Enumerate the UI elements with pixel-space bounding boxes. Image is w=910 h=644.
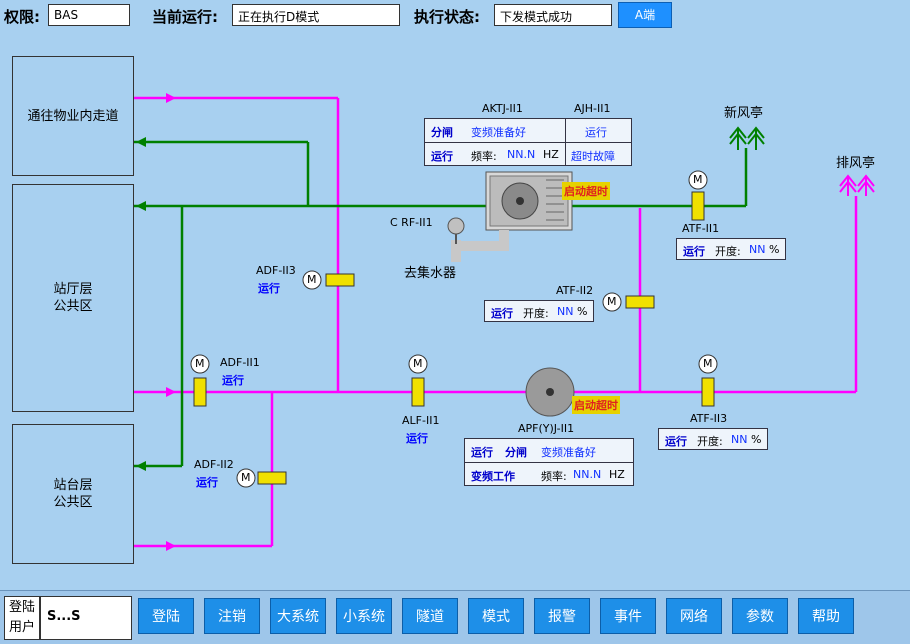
big-system-button[interactable]: 大系统 <box>270 598 326 634</box>
apf-run-state: 运行 <box>471 446 493 459</box>
login-user-value: S...S <box>40 596 132 640</box>
atf3-label: ATF-II3 <box>690 412 728 425</box>
zone-hall-line2: 公共区 <box>53 299 93 314</box>
atf3-panel: 运行 开度: NN % <box>658 428 768 450</box>
adf3-label: ADF-II3 <box>256 264 296 277</box>
atf2-panel: 运行 开度: NN % <box>484 300 594 322</box>
atf3-open-value: NN <box>731 433 748 446</box>
atf3-open-unit: % <box>751 433 762 446</box>
zone-corridor: 通往物业内走道 <box>12 56 134 176</box>
atf1-label: ATF-II1 <box>682 222 720 235</box>
duct-diagram <box>134 93 875 551</box>
to-collector-label: 去集水器 <box>404 266 457 281</box>
adf3-state: 运行 <box>258 282 280 295</box>
adf1-state: 运行 <box>222 374 244 387</box>
atf2-label: ATF-II2 <box>556 284 594 297</box>
permission-value: BAS <box>48 4 130 26</box>
motor-adf3[interactable]: M <box>307 273 317 286</box>
atf2-open-unit: % <box>577 305 588 318</box>
ajh-timeout-fault: 超时故障 <box>571 150 615 163</box>
adf2-label: ADF-II2 <box>194 458 234 471</box>
motor-alf1[interactable]: M <box>413 357 423 370</box>
atf1-open-value: NN <box>749 243 766 256</box>
zone-platform-line1: 站台层 <box>53 478 93 493</box>
ajh-label: AJH-II1 <box>574 102 611 115</box>
atf3-state: 运行 <box>665 435 687 448</box>
ahu-vfd-ready: 变频准备好 <box>471 126 526 139</box>
ajh-running: 运行 <box>585 126 607 139</box>
atf2-open-value: NN <box>557 305 574 318</box>
a-end-button[interactable]: A端 <box>618 2 672 28</box>
atf3-open-label: 开度: <box>697 435 723 448</box>
ahu-breaker-state: 分闸 <box>431 126 453 139</box>
ahu-start-timeout-alarm: 启动超时 <box>562 182 610 200</box>
atf1-open-unit: % <box>769 243 780 256</box>
event-button[interactable]: 事件 <box>600 598 656 634</box>
apf-freq-label: 频率: <box>541 470 567 483</box>
login-button[interactable]: 登陆 <box>138 598 194 634</box>
logout-button[interactable]: 注销 <box>204 598 260 634</box>
adf1-label: ADF-II1 <box>220 356 260 369</box>
atf2-state: 运行 <box>491 307 513 320</box>
apf-freq-unit: HZ <box>609 468 625 481</box>
alf1-label: ALF-II1 <box>402 414 440 427</box>
current-running-label: 当前运行: <box>152 8 218 26</box>
apf-start-timeout-alarm: 启动超时 <box>572 396 620 414</box>
atf1-open-label: 开度: <box>715 245 741 258</box>
apf-label: APF(Y)J-II1 <box>518 422 575 435</box>
login-user-label-line2: 用户 <box>8 620 35 635</box>
zone-hall: 站厅层 公共区 <box>12 184 134 412</box>
motor-atf3[interactable]: M <box>703 357 713 370</box>
login-user-label: 登陆 用户 <box>4 596 40 640</box>
permission-label: 权限: <box>4 8 40 26</box>
aktj-label: AKTJ-II1 <box>482 102 523 115</box>
atf1-state: 运行 <box>683 245 705 258</box>
help-button[interactable]: 帮助 <box>798 598 854 634</box>
ahu-freq-label: 频率: <box>471 150 497 163</box>
mode-button[interactable]: 模式 <box>468 598 524 634</box>
crf-label: C RF-II1 <box>390 216 433 229</box>
apf-breaker-state: 分闸 <box>505 446 527 459</box>
exec-status-label: 执行状态: <box>414 8 480 26</box>
network-button[interactable]: 网络 <box>666 598 722 634</box>
motor-atf2[interactable]: M <box>607 295 617 308</box>
small-system-button[interactable]: 小系统 <box>336 598 392 634</box>
login-user-label-line1: 登陆 <box>8 600 35 615</box>
current-running-value: 正在执行D模式 <box>232 4 400 26</box>
zone-hall-line1: 站厅层 <box>53 282 93 297</box>
apf-vfd-ready: 变频准备好 <box>541 446 596 459</box>
alarm-button[interactable]: 报警 <box>534 598 590 634</box>
apf-freq-value: NN.N <box>573 468 602 481</box>
parameter-button[interactable]: 参数 <box>732 598 788 634</box>
apf-vfd-working: 变频工作 <box>471 470 515 483</box>
exhaust-air-tower-label: 排风亭 <box>836 156 876 171</box>
fresh-air-tower-label: 新风亭 <box>724 106 764 121</box>
motor-adf1[interactable]: M <box>195 357 205 370</box>
ahu-run-state: 运行 <box>431 150 453 163</box>
apf-status-panel: 运行 分闸 变频准备好 变频工作 频率: NN.N HZ <box>464 438 634 486</box>
motor-adf2[interactable]: M <box>241 471 251 484</box>
ahu-freq-value: NN.N <box>507 148 536 161</box>
motor-atf1[interactable]: M <box>693 173 703 186</box>
ahu-freq-unit: HZ <box>543 148 559 161</box>
zone-platform-line2: 公共区 <box>53 495 93 510</box>
atf2-open-label: 开度: <box>523 307 549 320</box>
alf1-state: 运行 <box>406 432 428 445</box>
tunnel-button[interactable]: 隧道 <box>402 598 458 634</box>
exec-status-value: 下发模式成功 <box>494 4 612 26</box>
ahu-status-panel: 分闸 变频准备好 运行 运行 频率: NN.N HZ 超时故障 <box>424 118 632 166</box>
zone-platform: 站台层 公共区 <box>12 424 134 564</box>
adf2-state: 运行 <box>196 476 218 489</box>
atf1-panel: 运行 开度: NN % <box>676 238 786 260</box>
